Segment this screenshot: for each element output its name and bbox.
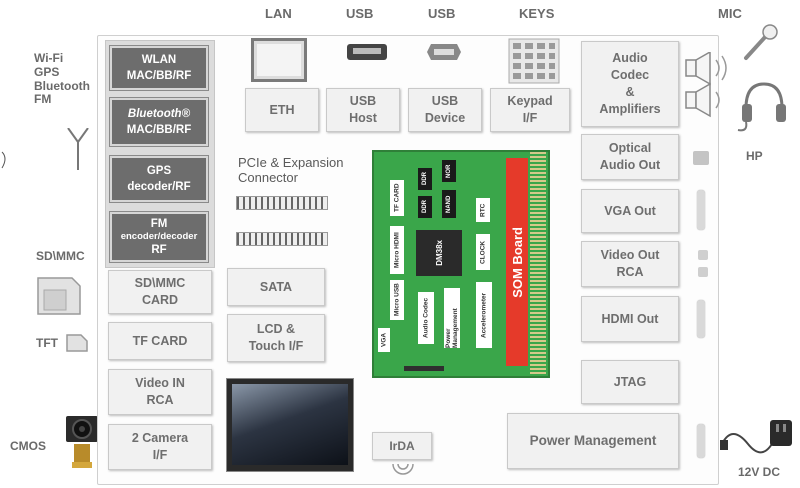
usb-label-2: USB [428, 6, 456, 21]
speaker-icon [685, 52, 727, 118]
fm-rf-label: RF [151, 243, 167, 256]
som-nand: NAND [442, 190, 456, 218]
optical-audio-box: Optical Audio Out [581, 134, 679, 180]
headphones-icon [737, 82, 786, 132]
rca-port-icon-2 [698, 267, 708, 277]
hp-label: HP [746, 149, 763, 163]
dc-label: 12V DC [738, 465, 781, 479]
som-accelerometer: Accelerometer [476, 282, 492, 348]
som-audio-codec: Audio Codec [418, 292, 434, 344]
pcie-connector-2 [236, 232, 328, 246]
pcie-label: PCIe & Expansion Connector [238, 155, 344, 185]
bluetooth-brand-label: Bluetooth® [127, 107, 191, 120]
som-tf-card: TF CARD [390, 180, 404, 216]
irda-box: IrDA [372, 432, 432, 460]
cmos-label: CMOS [10, 439, 46, 453]
vga-port-icon [697, 190, 705, 230]
sdmmc-card-box: SD\MMC CARD [108, 270, 212, 314]
video-in-box: Video IN RCA [108, 369, 212, 415]
lan-label: LAN [265, 6, 292, 21]
sd-card-icon [37, 277, 81, 315]
som-bottom-connector [404, 366, 444, 371]
keypad-if-box: Keypad I/F [490, 88, 570, 132]
som-vga: VGA [378, 328, 390, 352]
ethernet-port-icon [251, 38, 307, 82]
microphone-icon [744, 24, 778, 60]
sdmmc-label: SD\MMC [36, 249, 85, 263]
vga-out-box: VGA Out [581, 189, 679, 233]
keypad-icon [508, 38, 560, 84]
eth-box: ETH [245, 88, 319, 132]
lcd-touch-box: LCD & Touch I/F [227, 314, 325, 362]
antenna-icon [67, 128, 89, 170]
som-clock: CLOCK [476, 234, 490, 270]
som-nor: NOR [442, 160, 456, 182]
bluetooth-rf-label: MAC/BB/RF [126, 124, 192, 136]
som-rtc: RTC [476, 198, 490, 222]
video-out-box: Video Out RCA [581, 241, 679, 287]
fm-block: FM encoder/decoder RF [109, 211, 209, 263]
som-edge-pins [530, 152, 546, 376]
irda-wave-icon [392, 463, 414, 475]
som-processor: DM38x [416, 230, 462, 276]
usb-label-1: USB [346, 6, 374, 21]
som-micro-usb: Micro USB [390, 280, 404, 320]
wlan-block: WLAN MAC/BB/RF [109, 45, 209, 91]
fm-subtitle: encoder/decoder [120, 231, 198, 243]
usb-host-box: USB Host [326, 88, 400, 132]
som-board-title-bar: SOM Board [506, 158, 528, 366]
som-dm-label: DM38x [434, 240, 444, 266]
cursor-mark-icon [1, 151, 6, 169]
som-ddr-1: DDR [418, 168, 432, 190]
som-board-title: SOM Board [509, 226, 525, 298]
som-micro-hdmi: Micro HDMI [390, 226, 404, 274]
tf-card-box: TF CARD [108, 322, 212, 360]
rca-port-icon-1 [698, 250, 708, 260]
camera-module-icon [66, 416, 98, 468]
sata-box: SATA [227, 268, 325, 306]
mic-label: MIC [718, 6, 742, 21]
jtag-box: JTAG [581, 360, 679, 404]
power-management-box: Power Management [507, 413, 679, 469]
pcie-connector-1 [236, 196, 328, 210]
lcd-panel-icon [226, 378, 354, 472]
usb-device-port-icon [427, 44, 461, 60]
power-adapter-icon [720, 420, 792, 454]
optical-port-icon [693, 151, 709, 165]
audio-codec-box: Audio Codec & Amplifiers [581, 41, 679, 127]
gps-block: GPS decoder/RF [109, 155, 209, 203]
keys-label: KEYS [519, 6, 555, 21]
som-ddr-2: DDR [418, 196, 432, 218]
power-jack-icon [697, 424, 705, 458]
hdmi-out-box: HDMI Out [581, 296, 679, 342]
bluetooth-block: Bluetooth® MAC/BB/RF [109, 97, 209, 147]
usb-device-box: USB Device [408, 88, 482, 132]
som-power-management: Power Management [444, 288, 460, 348]
tf-card-icon [66, 334, 88, 352]
camera-if-box: 2 Camera I/F [108, 424, 212, 470]
hdmi-port-icon [697, 300, 705, 338]
fm-title: FM [150, 217, 168, 230]
tft-label: TFT [36, 336, 58, 350]
usb-host-port-icon [347, 44, 387, 60]
wireless-label: Wi-Fi GPS Bluetooth FM [34, 51, 90, 107]
